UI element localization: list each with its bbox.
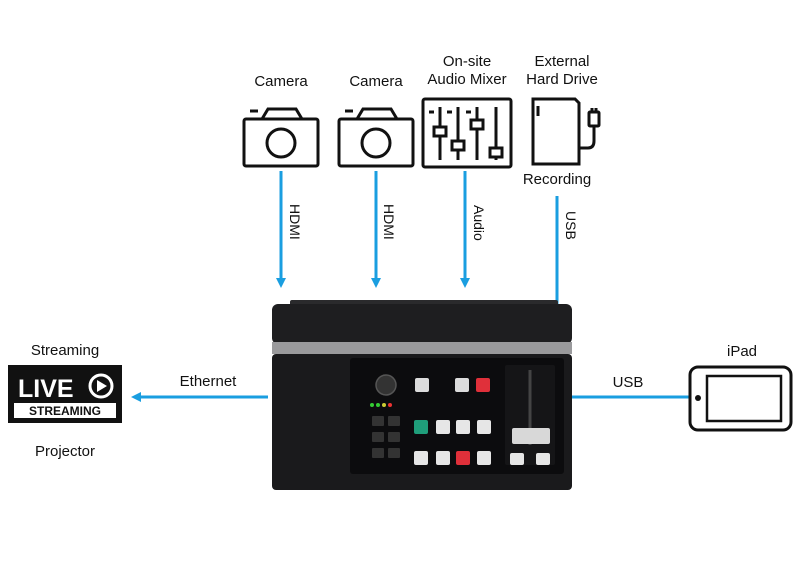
hdmi-label-1: HDMI	[287, 204, 303, 240]
drive-label-line2: Hard Drive	[526, 71, 598, 88]
usb-label-right: USB	[612, 374, 644, 391]
ipad-label: iPad	[726, 343, 758, 360]
recording-label: Recording	[522, 171, 592, 188]
mixer-label-line2: Audio Mixer	[427, 71, 507, 88]
live-text: LIVE	[18, 375, 74, 403]
usb-label-top: USB	[563, 211, 579, 240]
mixer-label-line1: On-site	[442, 53, 492, 70]
camera-label-2: Camera	[349, 73, 403, 90]
streaming-badge-text: STREAMING	[29, 404, 101, 418]
streaming-switcher-device	[272, 300, 572, 490]
hdmi-label-2: HDMI	[381, 204, 397, 240]
camera-icon	[337, 107, 415, 168]
drive-label-line1: External	[534, 53, 590, 70]
hard-drive-icon	[531, 97, 601, 166]
play-icon	[88, 373, 114, 399]
knob	[375, 374, 397, 396]
camera-label-1: Camera	[254, 73, 308, 90]
audio-label: Audio	[471, 205, 487, 241]
audio-mixer-icon	[421, 97, 513, 169]
streaming-label: Streaming	[30, 342, 100, 359]
camera-icon	[242, 107, 320, 168]
ethernet-label: Ethernet	[179, 373, 237, 390]
ipad-icon	[688, 365, 793, 432]
live-streaming-logo: LIVE STREAMING	[8, 365, 122, 423]
projector-label: Projector	[34, 443, 96, 460]
